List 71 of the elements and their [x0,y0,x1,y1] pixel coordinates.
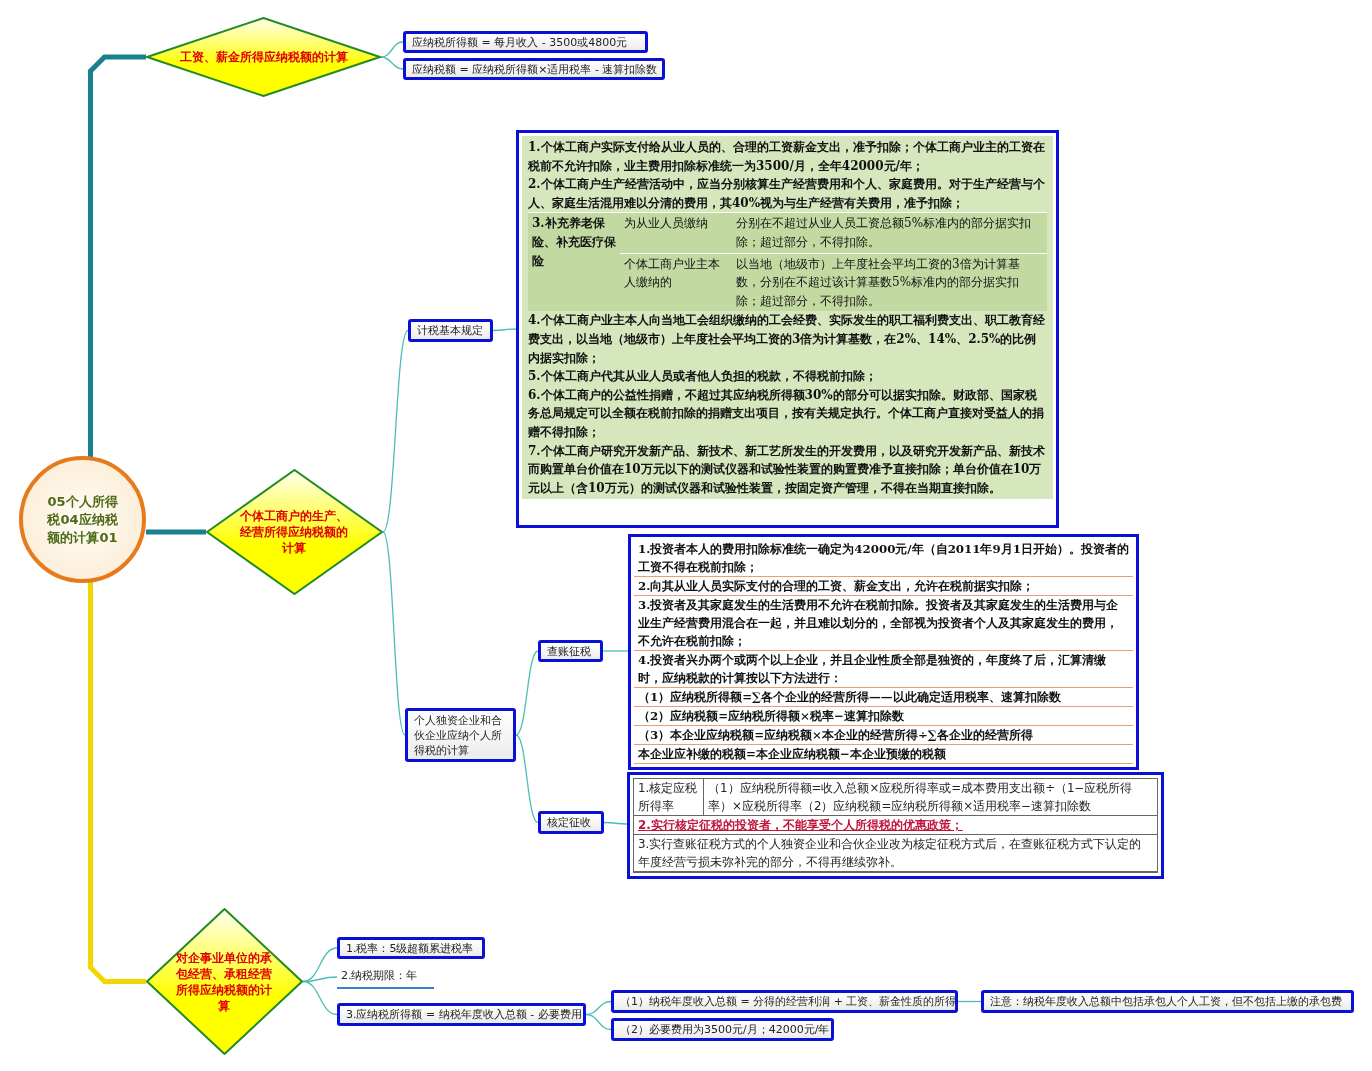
connector-line [515,650,539,736]
connector-line [88,582,146,984]
topic-box [981,990,1354,1013]
topic-box [538,811,604,834]
connector-line [382,531,406,736]
topic-box [611,990,958,1013]
topic-box [337,937,485,959]
rule-text: 1.个体工商户实际支付给从业人员的、合理的工资薪金支出，准予扣除；个体工商户业主的工资在税前不允许扣除，业主费用扣除标准统一为3500/月，全年42000元/年； [528,140,1045,173]
topic-text: 个体工商户的生产、经营所得应纳税额的计算 [239,508,350,556]
topic-text: 应纳税所得额 = 每月收入 - 3500或4800元 [412,34,628,50]
topic-text: （1）纳税年度收入总额 = 分得的经营利润 + 工资、薪金性质的所得 [620,994,957,1009]
topic-box [408,319,493,342]
connector-line [603,821,628,825]
topic-text: （2）必要费用为3500元/月；42000元/年 [620,1022,830,1037]
connector-line [957,1000,982,1003]
rules-panel [516,130,1059,528]
topic-text: 个人独资企业和合伙企业应纳个人所得税的计算 [414,712,503,758]
decision-diamond [146,908,303,1055]
connector-line [515,734,539,824]
rule-text: （2）应纳税额=应纳税所得额×税率−速算扣除数 [638,709,904,723]
table-cell: 为从业人员缴纳 [620,212,732,253]
table-cell: 以当地（地级市）上年度社会平均工资的3倍为计算基数，分别在不超过该计算基数5%标准内的部分据实扣除；超过部分，不得扣除。 [732,252,1047,312]
connector-line [380,41,404,58]
connector-line [382,329,409,533]
topic-text: 核定征收 [547,815,591,830]
topic-box [611,1018,834,1041]
rule-text: 3.实行查账征税方式的个人独资企业和合伙企业改为核定征税方式后，在查账征税方式下认定的年度经营亏损未弥补完的部分，不得再继续弥补。 [638,837,1142,869]
rule-text: 2.个体工商户生产经营活动中，应当分别核算生产经营费用和个人、家庭费用。对于生产经营与个人、家庭生活混用难以分清的费用，其40%视为与生产经营有关费用，准予扣除； [528,177,1045,210]
rule-text: 本企业应补缴的税额=本企业应纳税额−本企业预缴的税额 [638,747,946,761]
connector-line [380,56,404,70]
rule-text: 3.投资者及其家庭发生的生活费用不允许在税前扣除。投资者及其家庭发生的生活费用与企业生产经营费用混合在一起，并且难以划分的，全部视为投资者个人及其家庭发生的费用，不允许在税前扣除； [638,598,1119,648]
connector-line [302,980,338,1016]
topic-text: 计税基本规定 [417,323,483,338]
rule-text: 2.向其从业人员实际支付的合理的工资、薪金支出，允许在税前据实扣除； [638,579,1035,593]
connector-line [492,328,517,332]
rule-text: （3）本企业应纳税额=应纳税额×本企业的经营所得÷∑各企业的经营所得 [638,728,1033,742]
topic-text: 应纳税额 = 应纳税所得额×适用税率 - 速算扣除数 [412,61,658,77]
central-topic-text: 05个人所得税04应纳税额的计算01 [46,492,119,547]
connector-line [88,54,146,457]
rule-text: 6.个体工商户的公益性捐赠，不超过其应纳税所得额30%的部分可以据实扣除。财政部、国家税务总局规定可以全额在税前扣除的捐赠支出项目，按有关规定执行。个体工商户直接对受益人的捐赠不得扣除； [528,387,1044,439]
underlined-topic: 2.纳税期限：年 [337,965,434,989]
rule-text: （1）应纳税所得额=∑各个企业的经营所得——以此确定适用税率、速算扣除数 [638,690,1061,704]
rule-text: 2.实行核定征税的投资者，不能享受个人所得税的优惠政策； [638,818,963,832]
connector-line [602,650,629,652]
rule-text: 5.个体工商户代其从业人员或者他人负担的税款，不得税前扣除； [528,369,877,384]
table-cell-text: （1）应纳税所得额=收入总额×应税所得率或=成本费用支出额÷（1−应税所得率）×应税所得率（2）应纳税额=应纳税所得额×适用税率−速算扣除数 [707,780,1134,815]
topic-box [403,31,648,53]
connector-line [585,1013,612,1031]
topic-box [538,640,603,662]
topic-text: 1.税率：5级超额累进税率 [346,940,474,956]
rule-text: 4.个体工商户业主本人向当地工会组织缴纳的工会经费、实际发生的职工福利费支出、职工教育经费支出，以当地（地级市）上年度社会平均工资的3倍为计算基数，在2%、14%、2.5%的比例内据实扣除； [528,313,1045,365]
topic-text: 查账征税 [547,643,591,659]
topic-text: 注意：纳税年度收入总额中包括承包人个人工资，但不包括上缴的承包费 [990,994,1342,1009]
table-cell: 1.核定应税所得率 [634,779,704,815]
rule-text: 4.投资者兴办两个或两个以上企业，并且企业性质全部是独资的，年度终了后，汇算清缴时，应纳税款的计算按以下方法进行： [638,653,1107,685]
topic-text: 工资、薪金所得应纳税额的计算 [179,49,348,65]
topic-text: 3.应纳税所得额 = 纳税年度收入总额 - 必要费用 [346,1007,582,1022]
table-cell: 个体工商户业主本人缴纳的 [620,252,732,312]
topic-box [405,708,516,762]
decision-diamond [146,17,381,97]
rules-panel [627,772,1164,879]
topic-box [403,58,665,80]
topic-text: 对企事业单位的承包经营、承租经营所得应纳税额的计算 [175,949,274,1014]
rule-text: 1.投资者本人的费用扣除标准统一确定为42000元/年（自2011年9月1日开始）。投资者的工资不得在税前扣除； [638,542,1129,574]
decision-diamond [206,469,383,595]
connector-line [146,529,206,535]
table-cell: 分别在不超过从业人员工资总额5%标准内的部分据实扣除；超过部分，不得扣除。 [732,212,1047,253]
table-cell: 3.补充养老保险、补充医疗保险 [528,212,620,312]
rule-text: 7.个体工商户研究开发新产品、新技术、新工艺所发生的开发费用，以及研究开发新产品、新技术而购置单台价值在10万元以下的测试仪器和试验性装置的购置费准予直接扣除；单台价值在10万元以上（含10万元）的测试仪器和试验性装置，按固定资产管理，不得在当期直接扣除。 [528,443,1045,495]
topic-box [337,1003,586,1026]
rules-panel [628,534,1139,770]
